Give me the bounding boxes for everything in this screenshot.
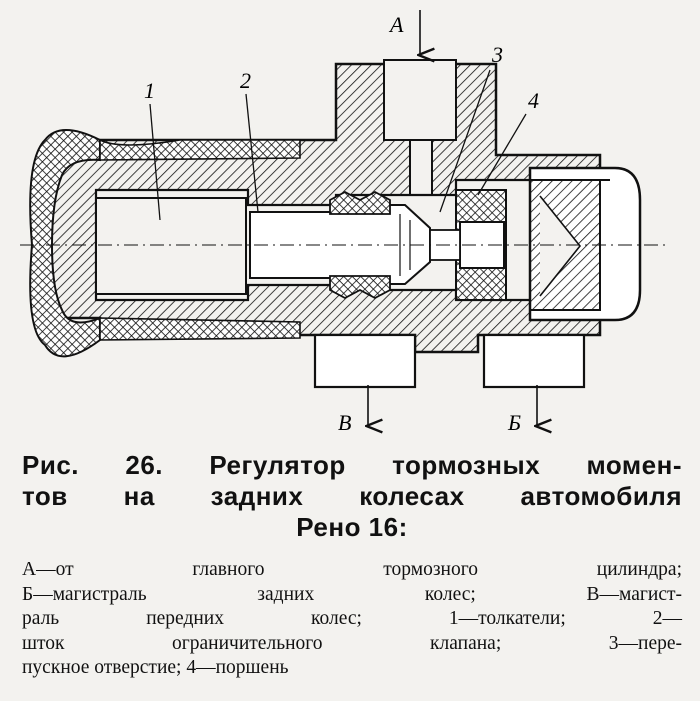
lower-seal (329, 275, 391, 300)
upper-seal (329, 190, 391, 215)
figure-legend: А—от главного тормозного цилиндра; Б—маг… (22, 558, 682, 681)
part-number-1: 1 (144, 78, 155, 103)
part-number-3: 3 (491, 42, 503, 67)
inlet-port (383, 59, 457, 141)
legend-row-5: пускное отверстие; 4—поршень (22, 657, 289, 679)
caption-line-1: Рис. 26. Регулятор тормозных момен- (22, 450, 682, 480)
legend-row-4: шток ограничительного клапана; 3—пере- (22, 632, 682, 654)
label-v: В (338, 410, 351, 435)
pusher (95, 197, 247, 295)
label-a: А (388, 12, 404, 37)
rear-outlet-port (482, 333, 586, 389)
figure-caption: Рис. 26. Регулятор тормозных момен- тов … (22, 450, 682, 543)
brake-regulator-diagram: А В Б 1 2 3 4 (20, 10, 670, 435)
inlet-channel (409, 139, 433, 201)
part-number-4: 4 (528, 88, 539, 113)
legend-row-1: А—от главного тормозного цилиндра; (22, 559, 682, 580)
label-b: Б (507, 410, 521, 435)
front-outlet-port (313, 333, 417, 389)
caption-line-3: Рено 16: (296, 512, 408, 542)
legend-row-2: Б—магистраль задних колес; В—магист- (22, 583, 682, 605)
protective-boot (29, 129, 101, 358)
caption-line-2: тов на задних колесах автомобиля (22, 481, 682, 511)
part-number-2: 2 (240, 68, 251, 93)
legend-row-3: раль передних колес; 1—толкатели; 2— (22, 608, 682, 630)
